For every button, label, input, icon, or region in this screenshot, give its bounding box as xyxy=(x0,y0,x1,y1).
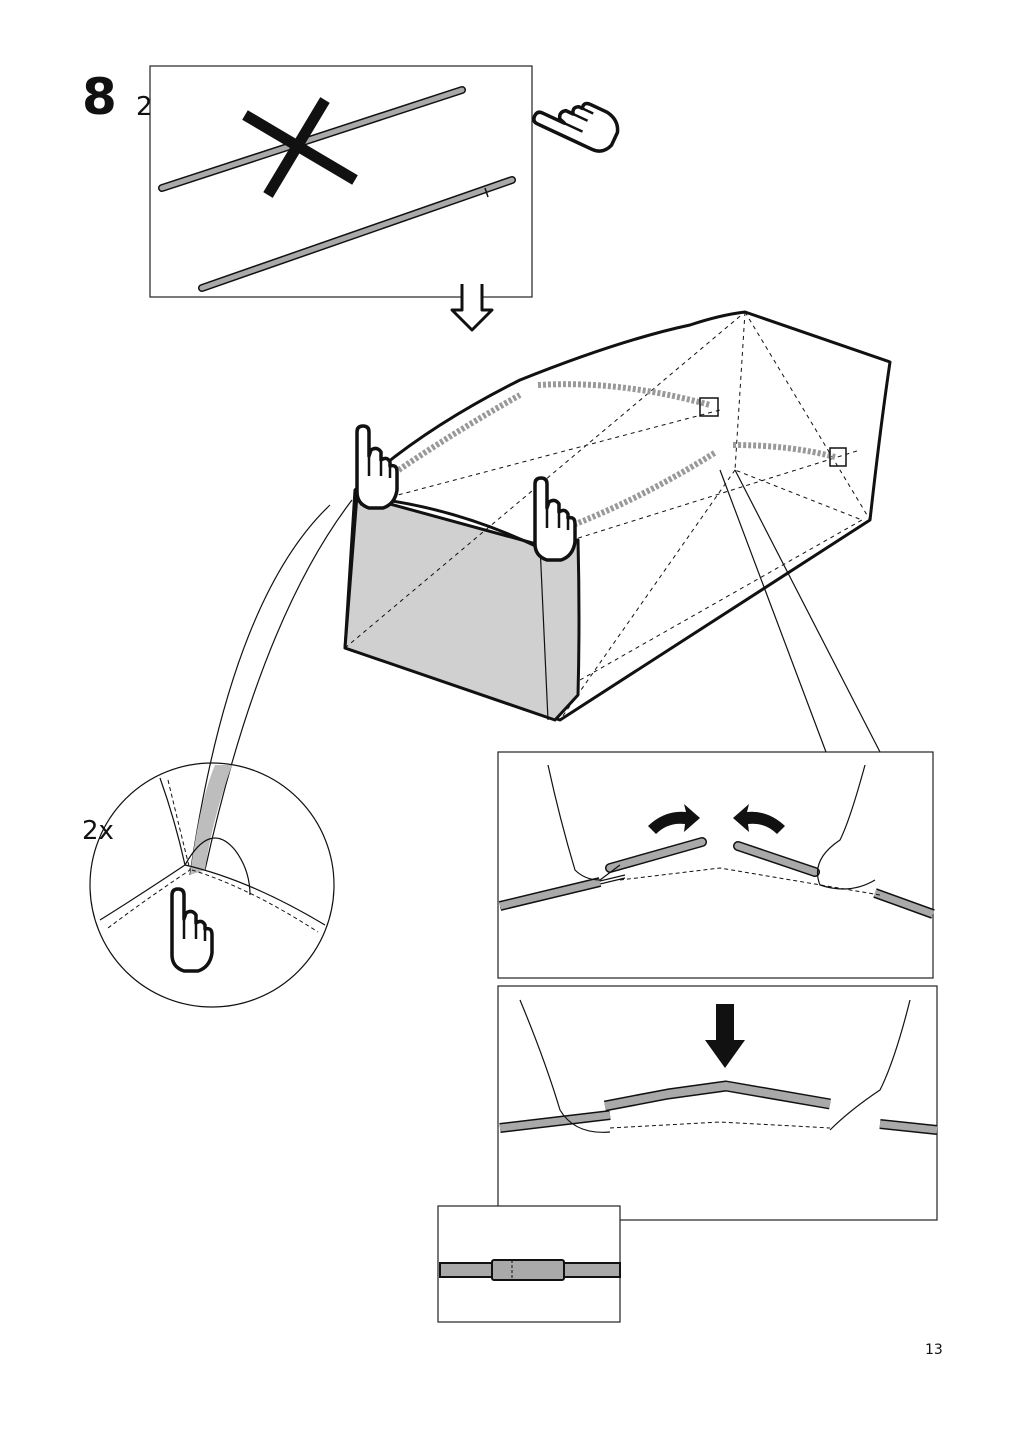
pointing-hand-icon xyxy=(530,83,626,158)
down-arrow-icon xyxy=(705,1004,745,1068)
pointing-hand-icon xyxy=(355,424,399,510)
detail-quantity-label: 2x xyxy=(82,816,114,846)
parts-box xyxy=(149,65,533,298)
panel-connect xyxy=(497,751,935,979)
curved-arrow-icon xyxy=(648,804,700,834)
pointing-hand-icon xyxy=(170,887,214,973)
page-number: 13 xyxy=(925,1342,943,1358)
down-arrow-icon xyxy=(450,284,494,332)
step-number: 8 xyxy=(82,68,117,126)
panel-result xyxy=(437,1205,621,1323)
sofa-illustration xyxy=(343,310,892,722)
panel-press xyxy=(497,985,938,1221)
detail-circle xyxy=(89,762,335,1008)
cross-mark-icon xyxy=(242,97,358,198)
curved-arrow-icon xyxy=(733,804,785,834)
